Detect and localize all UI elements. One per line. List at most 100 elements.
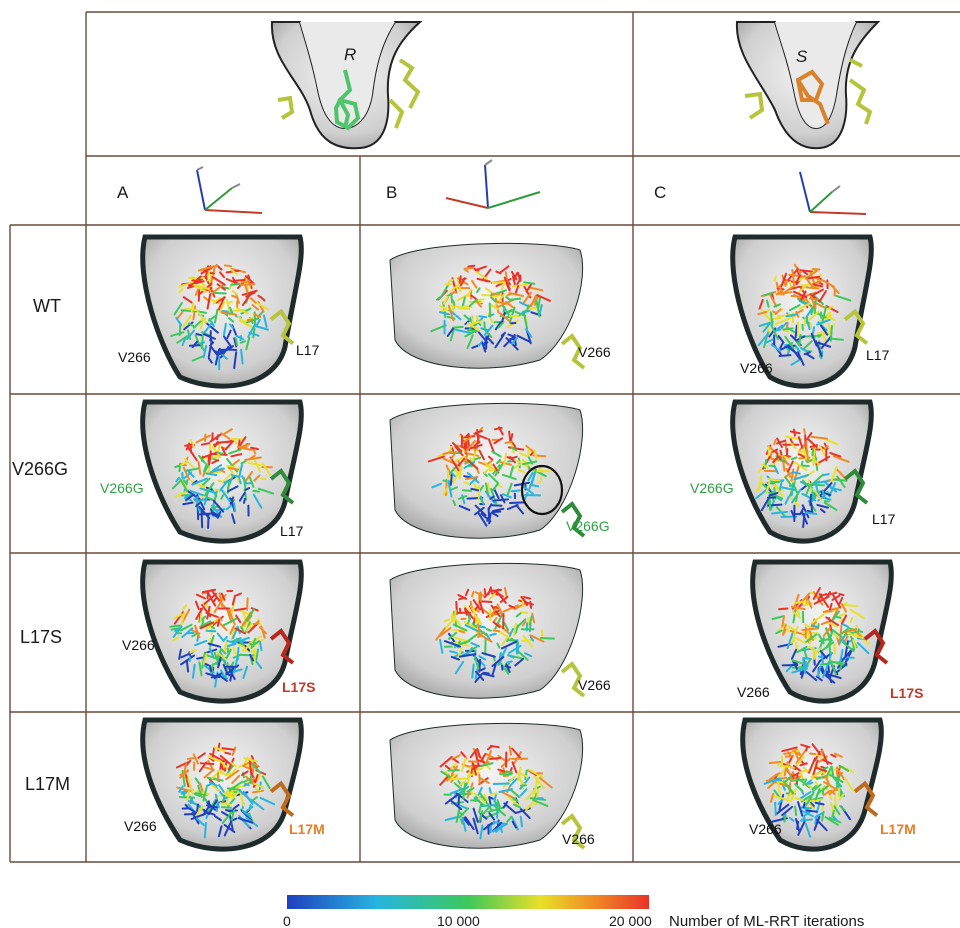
pathway-segment xyxy=(765,778,774,782)
pathway-segment xyxy=(820,335,832,350)
pathway-segment xyxy=(787,346,798,355)
pathway-segment xyxy=(755,481,764,492)
pathway-segment xyxy=(251,640,261,647)
pathway-segment xyxy=(833,478,848,482)
pathway-segment xyxy=(519,776,531,790)
pathway-segment xyxy=(233,337,238,348)
pathway-segment xyxy=(818,633,825,645)
pathway-segment xyxy=(482,671,490,675)
pathway-segment xyxy=(780,321,788,330)
pathway-segment xyxy=(517,777,525,785)
res-l17m-C-2: L17M xyxy=(880,821,916,837)
pathway-segment xyxy=(468,320,483,326)
pathway-segment xyxy=(835,294,852,302)
pathway-segment xyxy=(786,632,794,650)
pathway-segment xyxy=(471,760,477,776)
pathway-segment xyxy=(211,459,220,465)
pathway-segment xyxy=(494,293,506,307)
pathway-segment xyxy=(226,476,234,489)
residue-sticks-S xyxy=(744,58,873,125)
ligand-R-icon xyxy=(333,69,361,131)
pathway-segment xyxy=(536,294,551,302)
pathway-segment xyxy=(803,446,808,460)
pathway-segment xyxy=(494,613,504,630)
pathway-segment xyxy=(226,639,237,645)
pathway-segment xyxy=(200,266,214,275)
pathway-segment xyxy=(207,755,219,762)
pathway-segment xyxy=(199,344,205,352)
pathway-segment xyxy=(239,609,252,616)
pathway-segment xyxy=(773,464,779,475)
pathway-segment xyxy=(452,758,460,764)
pathway-segment xyxy=(822,660,830,678)
pathway-segment xyxy=(789,816,795,822)
pathway-segment xyxy=(830,789,836,795)
pathway-segment xyxy=(192,753,199,765)
pathway-segment xyxy=(235,614,242,624)
pathway-segment xyxy=(198,506,211,520)
pathway-segment xyxy=(781,805,794,817)
pathway-segment xyxy=(479,601,485,614)
pathway-segment xyxy=(470,279,478,289)
pathway-segment xyxy=(832,632,840,639)
pathway-segment xyxy=(518,772,528,778)
pathway-segment xyxy=(775,803,790,815)
pathway-segment xyxy=(474,265,487,272)
pathway-segment xyxy=(521,291,532,305)
pathway-segment xyxy=(810,624,818,628)
pathway-segment xyxy=(442,295,449,305)
pathway-segment xyxy=(782,456,790,466)
pathway-segment xyxy=(222,663,228,674)
pathway-segment xyxy=(444,478,448,497)
pathway-segment xyxy=(184,493,195,502)
pathway-segment xyxy=(250,776,255,785)
pathway-segment xyxy=(489,495,495,500)
pathway-segment xyxy=(767,781,776,789)
pathway-segment xyxy=(178,785,184,793)
pathway-segment xyxy=(464,266,474,270)
pathway-segment xyxy=(783,761,789,777)
pathway-segment xyxy=(249,653,255,662)
pathway-segment xyxy=(804,483,812,497)
pathway-segment xyxy=(519,808,531,820)
pathway-segment xyxy=(252,489,260,493)
pathway-segment xyxy=(809,295,817,310)
pathway-segment xyxy=(800,460,804,468)
pathway-segment xyxy=(179,770,189,776)
pathway-segment xyxy=(509,788,521,799)
pathway-segment xyxy=(244,283,249,294)
pathway-segment xyxy=(190,812,207,821)
pathway-segment xyxy=(260,477,267,481)
pathway-segment xyxy=(450,450,457,460)
pathway-segment xyxy=(170,627,179,631)
pathway-segment xyxy=(508,604,516,609)
pathway-segment xyxy=(833,805,841,816)
pathway-segment xyxy=(780,272,788,288)
pathway-segment xyxy=(475,299,483,308)
pathway-segment xyxy=(842,623,849,628)
pathway-segment xyxy=(466,289,472,298)
res-l17s-C-2: L17S xyxy=(890,685,923,701)
pathway-segment xyxy=(207,314,218,322)
pathway-segment xyxy=(788,304,801,312)
pathway-segment xyxy=(233,502,236,512)
pathway-segment xyxy=(206,592,210,600)
pocket-surface xyxy=(389,242,584,369)
header-S-structure xyxy=(735,21,881,150)
pathway-segment xyxy=(772,455,779,464)
pathway-segment xyxy=(530,484,540,488)
pathway-segment xyxy=(491,450,502,458)
pathway-segment xyxy=(784,495,790,505)
pathway-segment xyxy=(240,625,245,633)
pathway-segment xyxy=(814,766,828,773)
pathway-segment xyxy=(800,818,814,822)
pathway-segment xyxy=(229,637,242,643)
pathway-segment xyxy=(183,762,188,772)
pathway-segment xyxy=(798,269,815,273)
pathway-segment xyxy=(840,614,848,625)
pathway-segment xyxy=(238,491,246,502)
pathway-segment xyxy=(794,783,804,793)
pathway-segment xyxy=(449,473,453,486)
pathway-segment xyxy=(793,749,801,764)
pathway-segment xyxy=(516,271,522,282)
